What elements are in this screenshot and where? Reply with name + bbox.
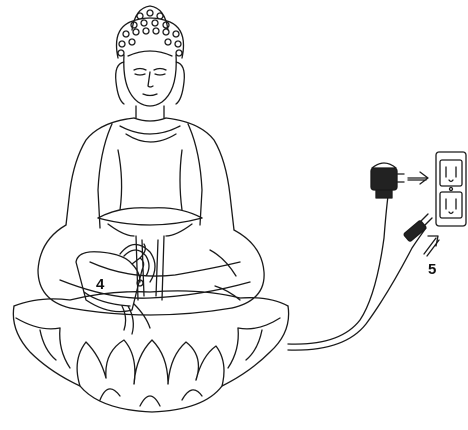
wall-outlet-icon: [436, 152, 466, 226]
power-cord: [288, 196, 426, 350]
cord-connector: [403, 214, 432, 242]
lotus-base: [13, 291, 288, 412]
hair-curls: [117, 6, 184, 58]
face: [124, 55, 176, 106]
arrow-icon: [408, 172, 439, 256]
power-adapter-icon: [371, 163, 404, 198]
step-label-pour-water: 4: [96, 276, 105, 293]
buddha-statue-icon: [38, 6, 264, 315]
step-label-plug-in: 5: [428, 261, 436, 278]
